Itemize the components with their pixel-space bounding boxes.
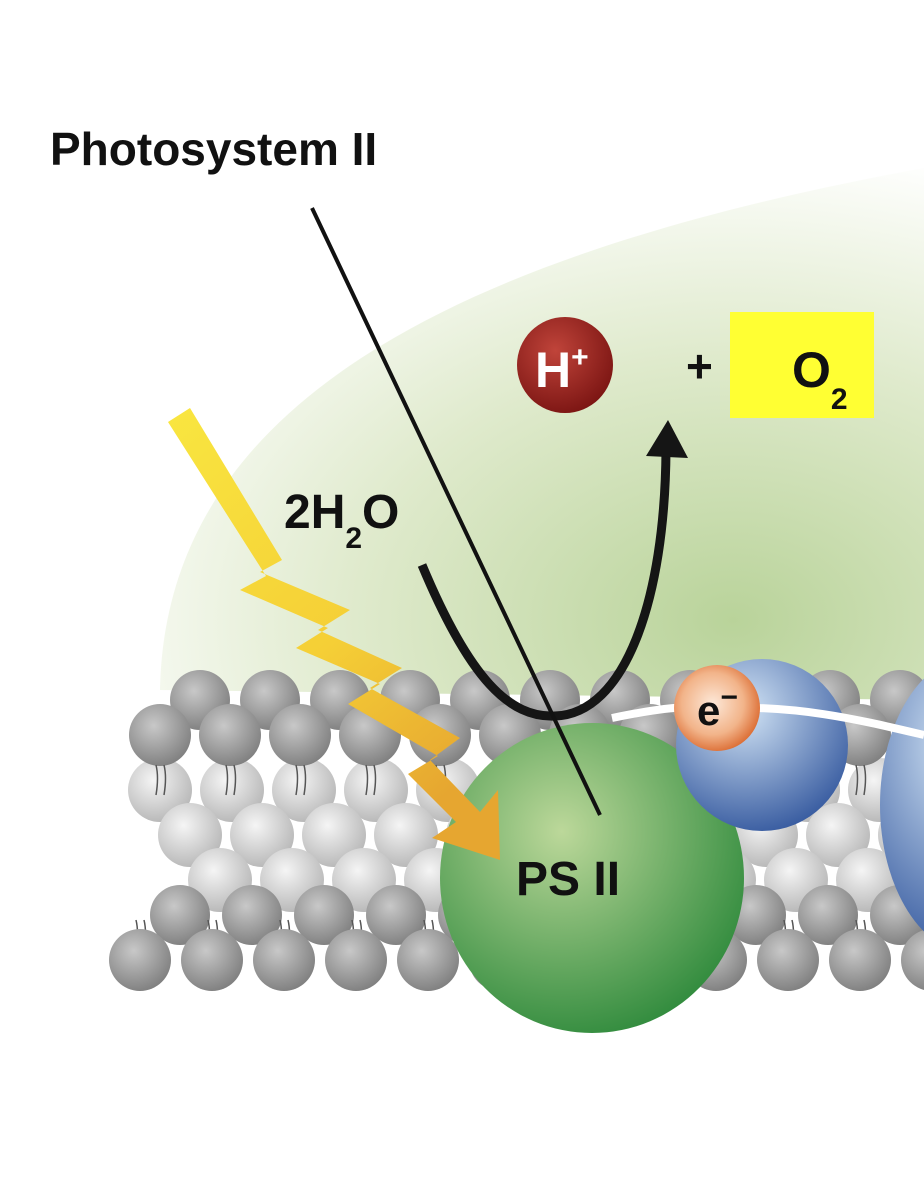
lipid-tail bbox=[295, 764, 299, 796]
lipid-head bbox=[129, 704, 191, 766]
arrowhead-icon bbox=[646, 420, 688, 458]
oxygen-highlight bbox=[730, 312, 874, 418]
oxygen-label: O2 bbox=[792, 342, 848, 416]
lipid-head bbox=[199, 704, 261, 766]
lipid-head bbox=[109, 929, 171, 991]
lipid-head bbox=[302, 803, 366, 867]
lipid-tail bbox=[155, 764, 159, 796]
stroma-glow-region bbox=[160, 168, 924, 700]
carrier-protein-large bbox=[880, 678, 924, 932]
lipid-head bbox=[294, 885, 354, 945]
lipid-head bbox=[128, 758, 192, 822]
lipid-head bbox=[344, 758, 408, 822]
proton-label: H+ bbox=[535, 341, 589, 398]
lipid-head bbox=[222, 885, 282, 945]
lipid-head bbox=[158, 803, 222, 867]
lipid-tail bbox=[373, 764, 377, 796]
leader-line bbox=[310, 207, 602, 816]
lipid-head bbox=[397, 929, 459, 991]
lipid-head bbox=[366, 885, 426, 945]
lipid-tail bbox=[365, 764, 369, 796]
plus-sign: + bbox=[686, 340, 713, 392]
lipid-head bbox=[757, 929, 819, 991]
lipid-head bbox=[806, 803, 870, 867]
lipid-head bbox=[269, 704, 331, 766]
water-splitting-arrow bbox=[417, 449, 671, 721]
lipid-tail bbox=[233, 764, 237, 796]
lipid-tail bbox=[855, 764, 859, 796]
lipid-tail bbox=[303, 764, 307, 796]
electron-icon bbox=[674, 665, 760, 751]
lipid-head bbox=[798, 885, 858, 945]
ps-ii-complex bbox=[440, 723, 744, 1033]
light-bolt-icon bbox=[168, 408, 500, 860]
diagram-title: Photosystem II bbox=[50, 123, 377, 175]
lipid-head bbox=[374, 803, 438, 867]
lipid-tail bbox=[863, 764, 867, 796]
lipid-tail bbox=[163, 764, 167, 796]
electron-label: e− bbox=[697, 681, 738, 734]
lipid-head bbox=[829, 929, 891, 991]
lipid-head bbox=[150, 885, 210, 945]
proton-icon bbox=[517, 317, 613, 413]
lipid-head bbox=[325, 929, 387, 991]
water-label: 2H2O bbox=[284, 486, 399, 555]
lipid-head bbox=[181, 929, 243, 991]
lipid-tail bbox=[225, 764, 229, 796]
ps-ii-label: PS II bbox=[516, 853, 620, 906]
lipid-head bbox=[253, 929, 315, 991]
lipid-head bbox=[230, 803, 294, 867]
lipid-head bbox=[200, 758, 264, 822]
lipid-head bbox=[901, 930, 924, 990]
